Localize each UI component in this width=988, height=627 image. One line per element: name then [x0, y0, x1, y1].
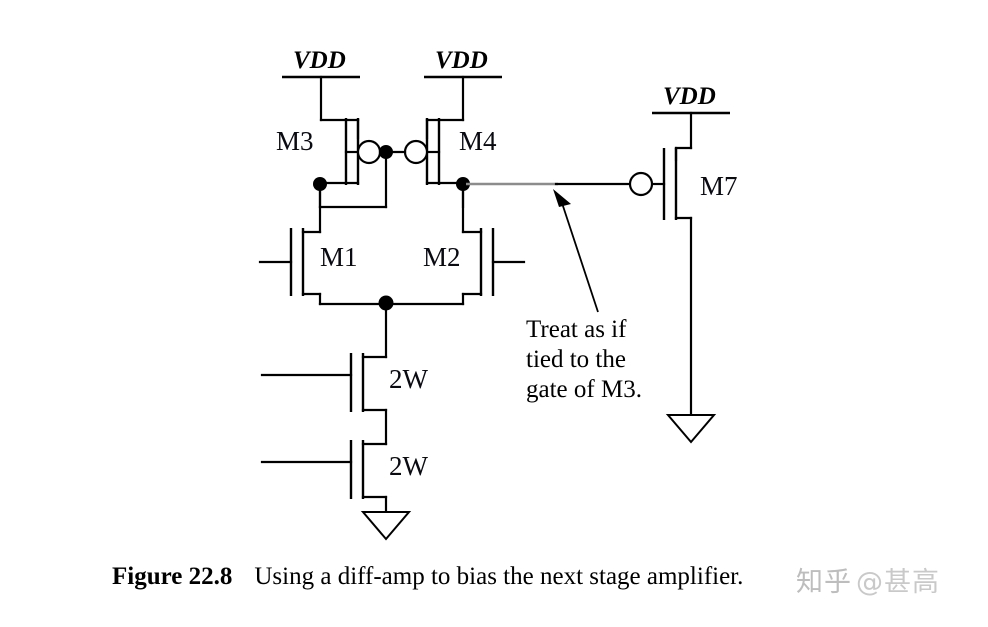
m3-m4-gate-link: [318, 145, 407, 209]
device-label-m1: M1: [320, 242, 358, 272]
annotation-line-3: gate of M3.: [526, 376, 642, 403]
device-label-tail-upper: 2W: [389, 364, 429, 394]
watermark: 知乎@甚高: [796, 560, 940, 599]
device-label-m7: M7: [700, 171, 738, 201]
transistor-m7: [628, 146, 693, 417]
watermark-handle: @甚高: [856, 567, 940, 598]
device-label-tail-lower: 2W: [389, 451, 429, 481]
pmos-bubble-m3: [356, 139, 382, 165]
ground-symbol-diffamp: [360, 511, 412, 541]
pmos-bubble-m4: [403, 139, 429, 165]
vdd-rail-right: [652, 111, 730, 150]
device-label-m4: M4: [459, 126, 497, 156]
annotation-line-2: tied to the: [526, 346, 626, 373]
transistor-m4: [403, 118, 465, 209]
transistor-tail-2w-lower: [260, 440, 388, 514]
caption-text: Using a diff-amp to bias the next stage …: [254, 563, 744, 590]
annotation-arrow: [553, 189, 599, 313]
pmos-bubble-m7: [628, 171, 654, 197]
vdd-label-right: VDD: [663, 83, 716, 110]
transistor-m2: [384, 228, 526, 306]
device-label-m2: M2: [423, 242, 461, 272]
device-label-m3: M3: [276, 126, 314, 156]
vdd-label-left: VDD: [293, 47, 346, 74]
vdd-rail-left: [282, 75, 360, 122]
watermark-logo: 知乎: [796, 567, 852, 598]
ground-symbol-m7: [665, 414, 717, 444]
vdd-rail-middle: [424, 75, 502, 122]
figure-caption: Figure 22.8 Using a diff-amp to bias the …: [112, 563, 932, 597]
transistor-m1: [258, 228, 388, 306]
vdd-label-middle: VDD: [435, 47, 488, 74]
transistor-m3: [318, 118, 382, 209]
transistor-tail-2w-upper: [260, 353, 388, 446]
caption-number: Figure 22.8: [112, 563, 233, 590]
annotation-line-1: Treat as if: [526, 316, 627, 343]
